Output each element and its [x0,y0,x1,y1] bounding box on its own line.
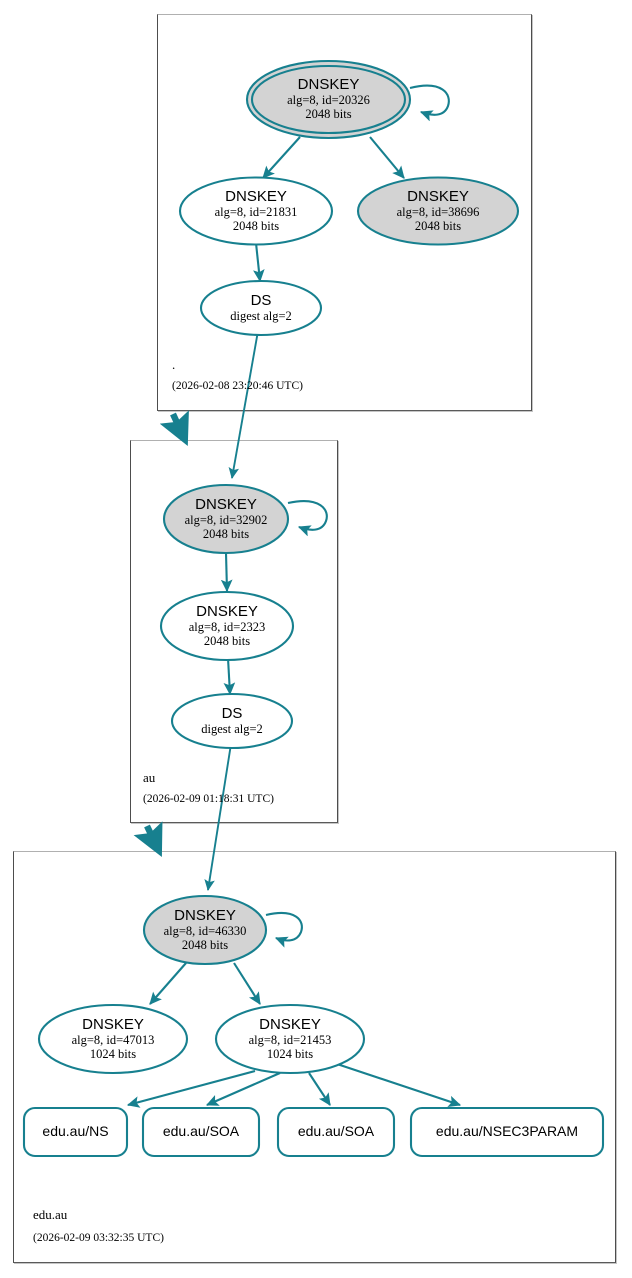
node-eduau-dnskey-47013[interactable] [37,1003,189,1075]
node-root-dnskey-21831[interactable] [178,176,334,246]
edge-eduau-ksk-to-21453 [233,962,261,1005]
zone-name-edu-au: edu.au [33,1207,68,1222]
edge-au-ds-to-eduau-dnskey [204,743,232,891]
node-root-ds[interactable] [199,279,323,337]
edge-delegation-root-to-au [159,410,189,447]
node-rrset-ns[interactable] [22,1106,129,1158]
zone-timestamp-root: (2026-02-08 23:20:46 UTC) [172,380,303,392]
edge-delegation-au-to-edu-au [133,821,163,858]
edge-au-zsk-to-ds [223,657,236,696]
node-eduau-dnskey-21453[interactable] [214,1003,366,1075]
node-au-dnskey-2323[interactable] [159,590,295,662]
edge-21453-to-rrset-nsec3param [336,1063,462,1107]
edge-eduau-ksk-to-47013 [149,962,187,1005]
node-rrset-soa-1[interactable] [141,1106,261,1158]
edge-21453-to-rrset-soa-1 [206,1072,281,1106]
edge-au-ksk-to-zsk [220,552,233,593]
edge-self-sign-eduau-ksk [265,912,303,948]
edge-root-ksk-to-21831 [262,136,301,179]
edge-21453-to-rrset-ns [126,1069,256,1108]
zone-cluster-edu-au [13,851,616,1263]
node-root-ksk-20326-inner [250,64,407,135]
zone-timestamp-edu-au: (2026-02-09 03:32:35 UTC) [33,1232,164,1244]
node-root-dnskey-38696[interactable] [356,176,520,246]
node-au-ds[interactable] [170,692,294,750]
zone-timestamp-au: (2026-02-09 01:18:31 UTC) [143,793,274,805]
edge-root-ksk-to-38696 [369,136,405,179]
zone-cluster-root [157,14,532,411]
node-eduau-dnskey-46330[interactable] [142,894,268,966]
zone-name-root: . [172,357,176,372]
node-rrset-nsec3param[interactable] [409,1106,605,1158]
edge-self-sign-root-ksk [409,84,450,122]
edge-root-ds-to-au-dnskey [228,330,259,479]
edge-self-sign-au-ksk [287,500,328,537]
edge-root-21831-to-ds [252,242,265,283]
zone-cluster-au [130,440,338,823]
node-au-dnskey-32902[interactable] [162,483,290,555]
edge-21453-to-rrset-soa-2 [308,1072,331,1106]
node-rrset-soa-2[interactable] [276,1106,396,1158]
zone-name-au: au [143,770,156,785]
